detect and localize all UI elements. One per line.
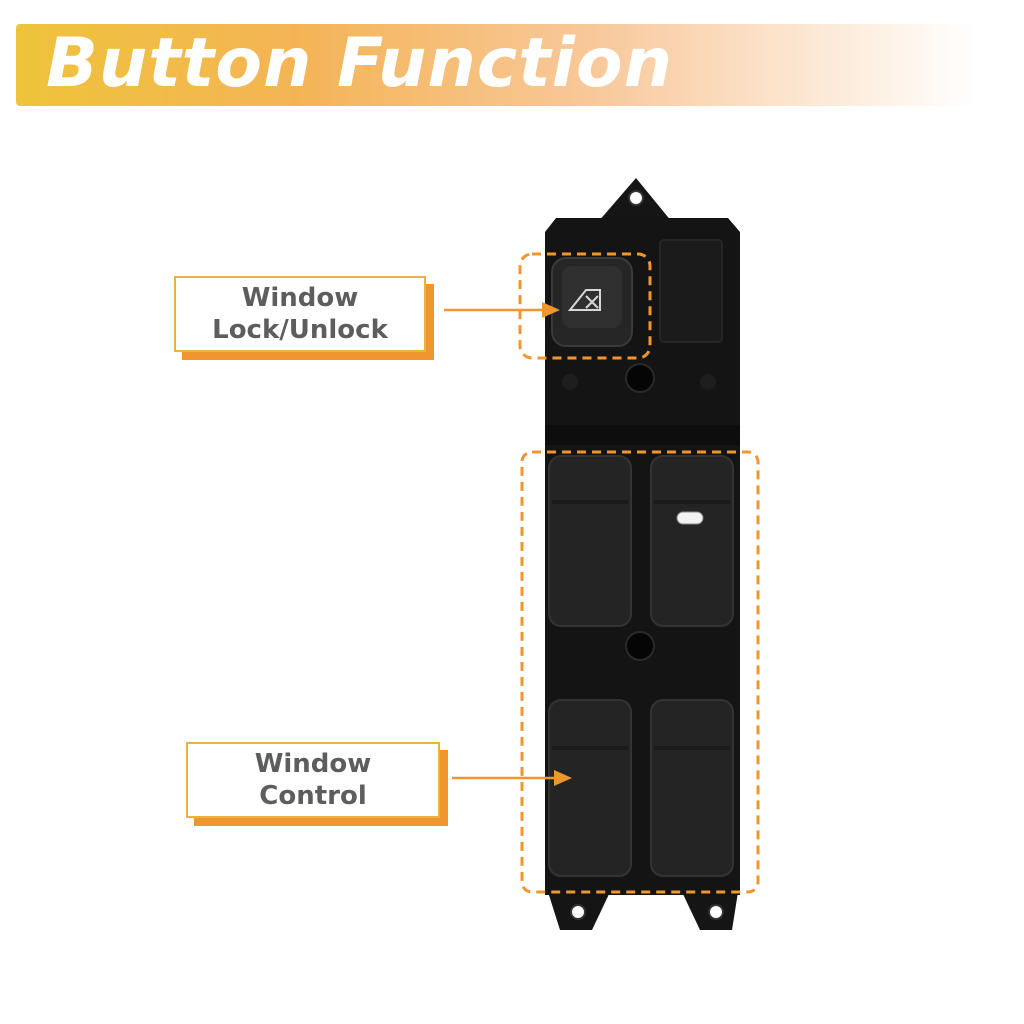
window-control-button-rear-right[interactable] bbox=[650, 699, 734, 877]
upper-screw-hole bbox=[625, 363, 655, 393]
bottom-right-hole bbox=[708, 904, 724, 920]
window-control-button-front-left[interactable] bbox=[548, 455, 632, 627]
upper-dimple-right bbox=[700, 374, 716, 390]
top-mount-hole bbox=[628, 190, 644, 206]
upper-dimple-left bbox=[562, 374, 578, 390]
control-highlight-box bbox=[520, 450, 760, 894]
lock-button-face bbox=[562, 266, 622, 328]
button-shading bbox=[552, 500, 730, 750]
window-lock-icon bbox=[567, 289, 601, 311]
window-control-button-rear-left[interactable] bbox=[548, 699, 632, 877]
middle-screw-hole bbox=[625, 631, 655, 661]
title-banner bbox=[16, 24, 976, 106]
lock-callout: Window Lock/Unlock bbox=[174, 276, 426, 352]
control-callout-line2: Control bbox=[259, 781, 367, 811]
page-title: Button Function bbox=[46, 24, 674, 103]
lock-highlight-box bbox=[518, 252, 652, 360]
lock-callout-line2: Lock/Unlock bbox=[212, 315, 388, 345]
window-control-button-front-right[interactable] bbox=[650, 455, 734, 627]
control-callout-line1: Window bbox=[254, 749, 372, 779]
indicator-light-icon bbox=[676, 511, 704, 525]
control-callout: Window Control bbox=[186, 742, 440, 818]
lock-callout-line1: Window bbox=[241, 283, 359, 313]
lock-arrow bbox=[444, 302, 560, 318]
body-divider bbox=[545, 425, 740, 445]
bottom-left-hole bbox=[570, 904, 586, 920]
upper-recess bbox=[659, 239, 723, 343]
control-arrow bbox=[452, 770, 572, 786]
